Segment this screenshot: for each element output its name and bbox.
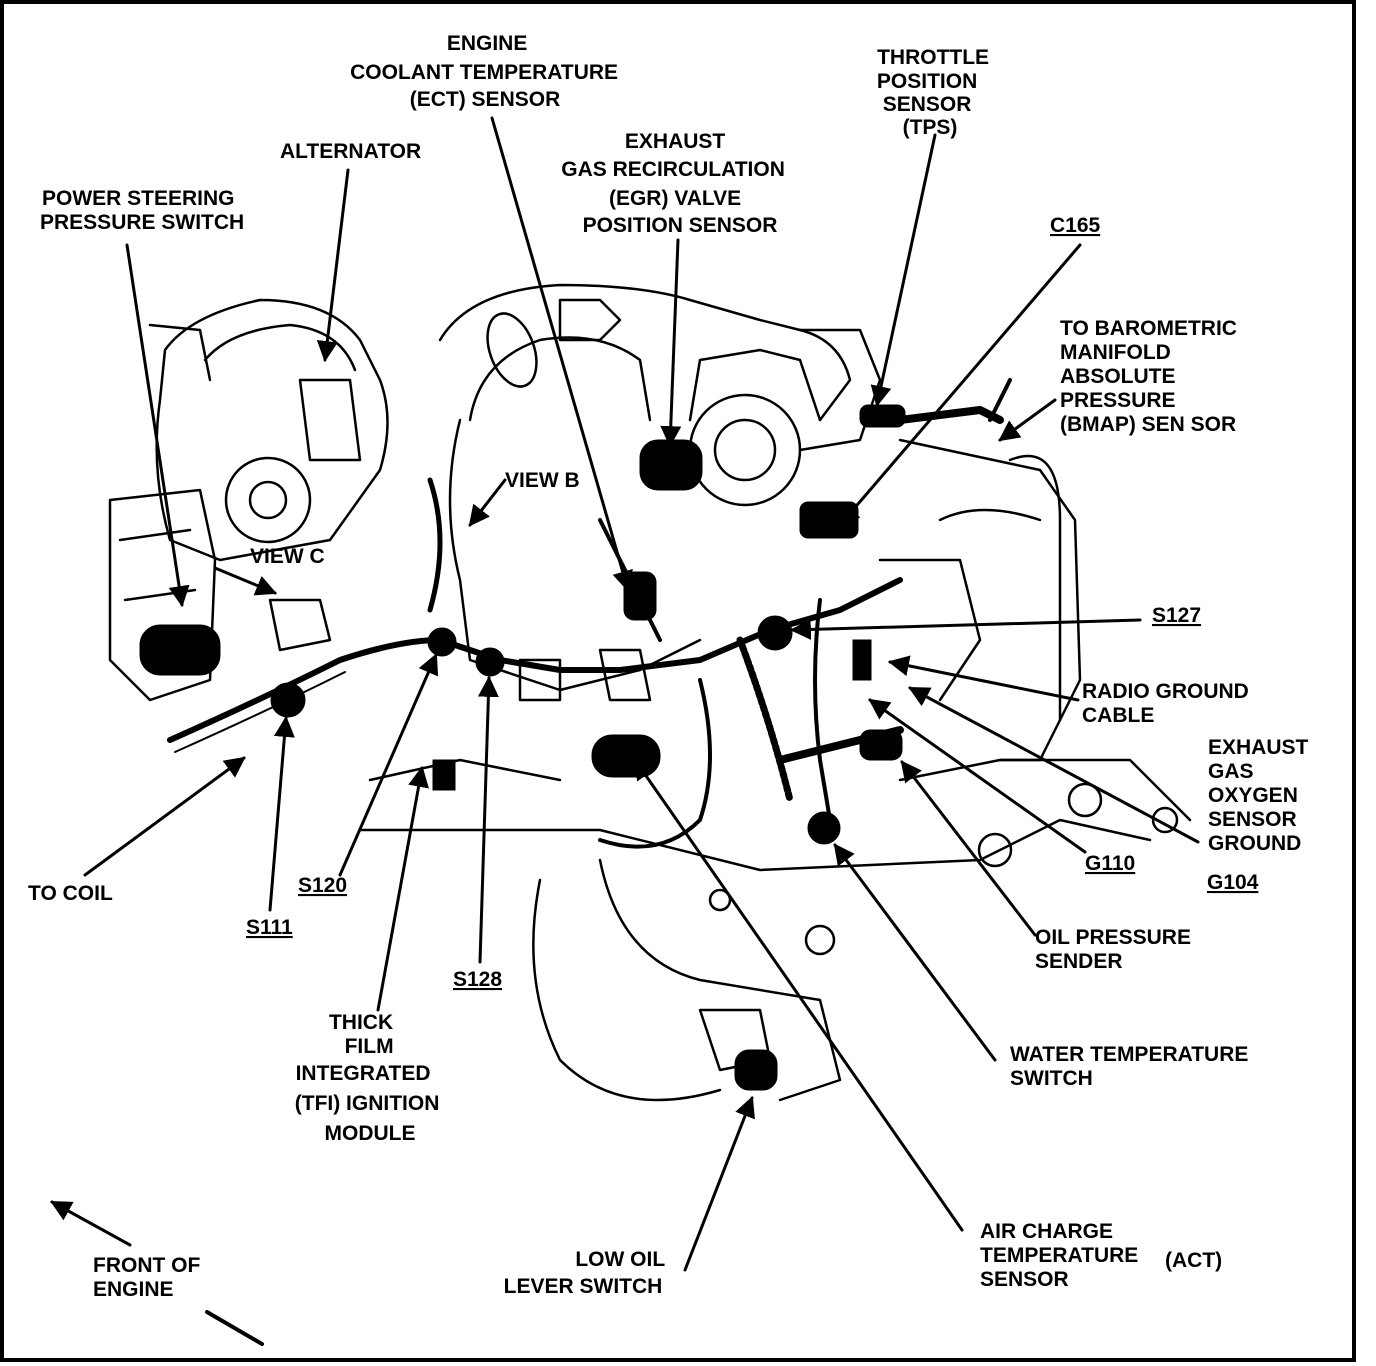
view-b-arrow: [468, 478, 507, 527]
power-steering-label: POWER STEERING PRESSURE SWITCH: [40, 187, 244, 234]
water-temp-leader: [833, 843, 997, 1062]
radio-ground-label: RADIO GROUND CABLE: [1082, 680, 1255, 727]
psps-leader: [125, 243, 190, 608]
g110-leader: [868, 698, 1087, 854]
s127-label: S127: [1152, 604, 1201, 627]
to-coil-leader: [83, 756, 246, 877]
c165-leader: [838, 243, 1082, 527]
oil-pressure-label: OIL PRESSURE SENDER: [1035, 926, 1197, 973]
water-temp-label: WATER TEMPERATURE SWITCH: [1010, 1043, 1254, 1090]
act-abbr-label: (ACT): [1165, 1249, 1222, 1272]
ect-leader: [490, 116, 633, 593]
s128-leader: [477, 675, 499, 964]
oil-pressure-leader: [900, 760, 1037, 937]
engine-illustration: [108, 283, 1192, 1102]
tps-leader: [870, 133, 937, 408]
tfi-label: THICK FILM INTEGRATED (TFI) IGNITION MOD…: [295, 1011, 446, 1145]
view-b-label: VIEW B: [505, 469, 580, 492]
oil-pressure-sender: [859, 729, 903, 761]
tfi-module-connector: [432, 759, 456, 791]
act-label: AIR CHARGE TEMPERATURE SENSOR: [980, 1220, 1144, 1291]
front-arrow: [50, 1200, 132, 1247]
connector-blobs: [139, 404, 906, 1091]
bmap-label: TO BAROMETRIC MANIFOLD ABSOLUTE PRESSURE…: [1060, 317, 1243, 436]
front-arrow-tail: [205, 1310, 264, 1346]
s128-label: S128: [453, 968, 502, 991]
bmap-leader: [998, 398, 1057, 442]
view-c-arrow: [213, 566, 277, 596]
ego-ground-leader: [908, 686, 1200, 844]
egr-sensor-connector: [639, 439, 703, 491]
alternator-leader: [316, 168, 350, 363]
labels: ENGINE COOLANT TEMPERATURE (ECT) SENSOR …: [28, 32, 1314, 1301]
s127-leader: [789, 618, 1142, 640]
act-leader: [633, 758, 964, 1232]
s111-leader: [268, 715, 295, 912]
egr-label: EXHAUST GAS RECIRCULATION (EGR) VALVE PO…: [561, 130, 790, 237]
s120-label: S120: [298, 874, 347, 897]
egr-leader: [660, 238, 682, 448]
tps-label: THROTTLE POSITION SENSOR (TPS): [877, 46, 995, 139]
s120-splice: [427, 627, 457, 657]
radio-ground-leader: [887, 655, 1080, 702]
act-sensor-connector: [591, 734, 661, 778]
s128-splice: [475, 647, 505, 677]
c165-label: C165: [1050, 214, 1101, 237]
s111-label: S111: [246, 916, 293, 939]
low-oil-leader: [683, 1096, 755, 1272]
ego-ground-label: EXHAUST GAS OXYGEN SENSOR GROUND: [1208, 736, 1314, 855]
tps-connector: [859, 404, 906, 428]
ect-sensor-connector: [623, 571, 657, 621]
s127-splice: [757, 615, 793, 651]
view-c-label: VIEW C: [250, 545, 325, 568]
to-coil-label: TO COIL: [28, 882, 113, 905]
s120-leader: [338, 653, 439, 877]
low-oil-switch: [734, 1049, 778, 1091]
tfi-leader: [376, 765, 429, 1012]
leader-lines: [50, 116, 1200, 1272]
g110-label: G110: [1085, 852, 1135, 875]
radio-ground-cable: [852, 639, 872, 681]
low-oil-label: LOW OIL LEVER SWITCH: [504, 1248, 671, 1298]
ect-label: ENGINE COOLANT TEMPERATURE (ECT) SENSOR: [350, 32, 624, 111]
power-steering-switch: [139, 624, 221, 676]
g104-label: G104: [1207, 871, 1259, 894]
c165-connector: [799, 501, 859, 539]
alternator-label: ALTERNATOR: [280, 140, 421, 163]
water-temp-switch: [807, 811, 841, 845]
s111-splice: [270, 682, 306, 718]
front-of-engine-label: FRONT OF ENGINE: [93, 1254, 206, 1301]
